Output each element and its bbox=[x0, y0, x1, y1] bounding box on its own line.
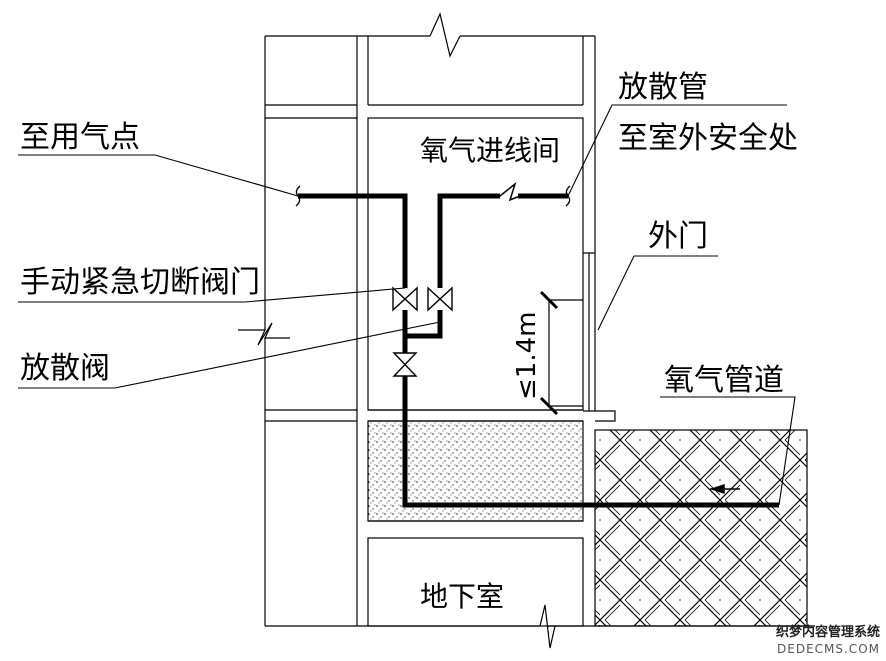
label-inlet-room: 氧气进线间 bbox=[420, 134, 560, 167]
watermark-cn: 织梦内容管理系统 bbox=[775, 625, 880, 640]
label-vent-valve: 放散阀 bbox=[20, 351, 110, 386]
flow-arrow bbox=[709, 483, 740, 495]
check-valve-mark bbox=[490, 181, 528, 202]
valve-symbols bbox=[392, 286, 453, 377]
height-dimension bbox=[539, 290, 583, 416]
break-symbols bbox=[238, 12, 556, 649]
label-outer-door: 外门 bbox=[648, 219, 708, 254]
label-gas-point: 至用气点 bbox=[20, 120, 140, 155]
label-oxygen-pipe: 氧气管道 bbox=[664, 363, 784, 398]
label-manual-valve: 手动紧急切断阀门 bbox=[20, 265, 260, 300]
watermark-en: DEDECMS.COM bbox=[777, 642, 880, 656]
leader-lines bbox=[18, 104, 796, 506]
label-height-limit: ≤1.4m bbox=[512, 312, 542, 400]
label-basement: 地下室 bbox=[420, 580, 504, 613]
oxygen-piping bbox=[298, 193, 779, 508]
label-vent-pipe: 放散管 bbox=[618, 70, 708, 105]
label-outdoor-safe: 至室外安全处 bbox=[618, 121, 798, 156]
watermark: 织梦内容管理系统 DEDECMS.COM bbox=[776, 625, 880, 657]
ground-hatch bbox=[594, 429, 808, 627]
